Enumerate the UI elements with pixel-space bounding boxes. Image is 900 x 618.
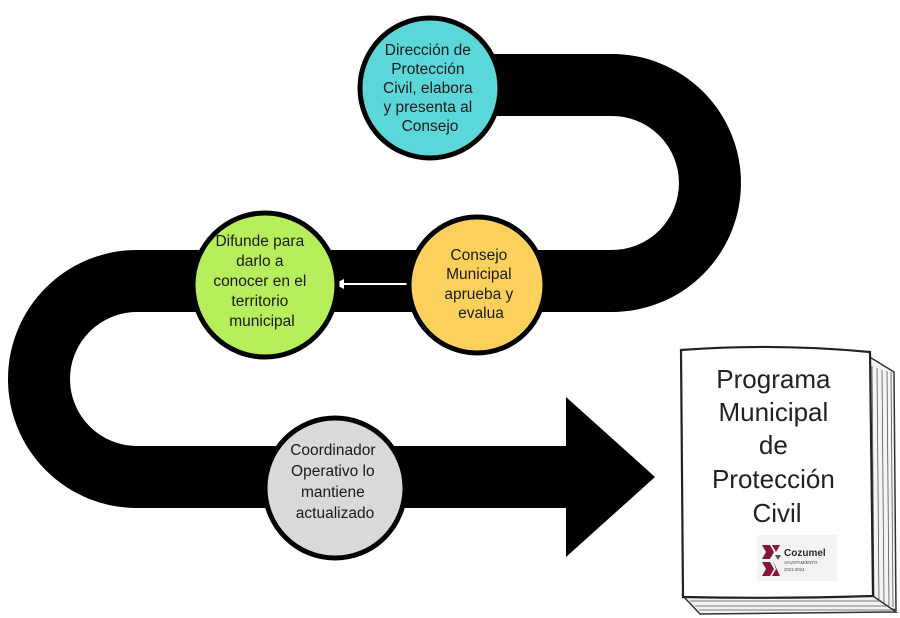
step-1-line: Consejo xyxy=(402,118,459,135)
logo-sub: AYUNTAMIENTO xyxy=(784,560,818,565)
program-book: Programa Municipal de Protección Civil C… xyxy=(679,345,899,615)
book-bottom-lines xyxy=(690,600,892,611)
step-1-circle xyxy=(357,15,503,161)
step-1-line: Protección xyxy=(391,61,464,78)
step-2-line: Municipal xyxy=(446,266,511,283)
step-3-line: territorio xyxy=(231,293,288,310)
step-3-line: Difunde para xyxy=(215,233,304,250)
book-title-line: Municipal xyxy=(718,397,828,427)
step-1-label: Dirección de Protección Civil, elabora y… xyxy=(383,42,477,135)
book-title-line: Programa xyxy=(716,364,831,394)
step-2-line: aprueba y xyxy=(444,286,513,303)
step-4-node: Coordinador Operativo lo mantiene actual… xyxy=(262,415,408,561)
book-title-line: Protección xyxy=(712,464,835,494)
book-title: Programa Municipal de Protección Civil xyxy=(712,364,842,528)
step-1-line: Dirección de xyxy=(385,42,471,59)
step-2-line: Consejo xyxy=(450,247,507,264)
step-2-node: Consejo Municipal aprueba y evalua xyxy=(406,214,548,356)
step-1-line: y presenta al xyxy=(383,99,472,116)
step-3-label: Difunde para darlo a conocer en el terri… xyxy=(213,233,310,330)
step-3-line: municipal xyxy=(229,313,294,330)
book-title-line: de xyxy=(759,430,788,460)
step-1-line: Civil, elabora xyxy=(383,80,473,97)
step-3-circle xyxy=(190,210,340,360)
step-4-line: actualizado xyxy=(296,505,374,522)
step-3-line: darlo a xyxy=(236,253,284,270)
step-4-label: Coordinador Operativo lo mantiene actual… xyxy=(290,442,380,522)
step-4-line: mantiene xyxy=(301,484,365,501)
step-1-node: Dirección de Protección Civil, elabora y… xyxy=(357,15,503,161)
step-3-node: Difunde para darlo a conocer en el terri… xyxy=(190,210,340,360)
book-title-line: Civil xyxy=(752,498,801,528)
step-2-label: Consejo Municipal aprueba y evalua xyxy=(444,247,517,322)
step-2-circle xyxy=(406,214,548,356)
step-4-line: Coordinador xyxy=(290,442,375,459)
logo-years: 2021-2024 xyxy=(784,567,805,572)
logo-name: Cozumel xyxy=(784,548,826,559)
book-page-lines xyxy=(871,365,894,608)
step-4-line: Operativo lo xyxy=(291,463,375,480)
logo-mark-icon xyxy=(762,545,781,576)
step-3-line: conocer en el xyxy=(213,273,306,290)
step-2-line: evalua xyxy=(458,305,504,322)
flow-path xyxy=(8,54,741,508)
cozumel-logo: Cozumel AYUNTAMIENTO 2021-2024 xyxy=(757,535,837,581)
step-4-circle xyxy=(262,415,408,561)
flow-arrowhead xyxy=(566,397,655,557)
